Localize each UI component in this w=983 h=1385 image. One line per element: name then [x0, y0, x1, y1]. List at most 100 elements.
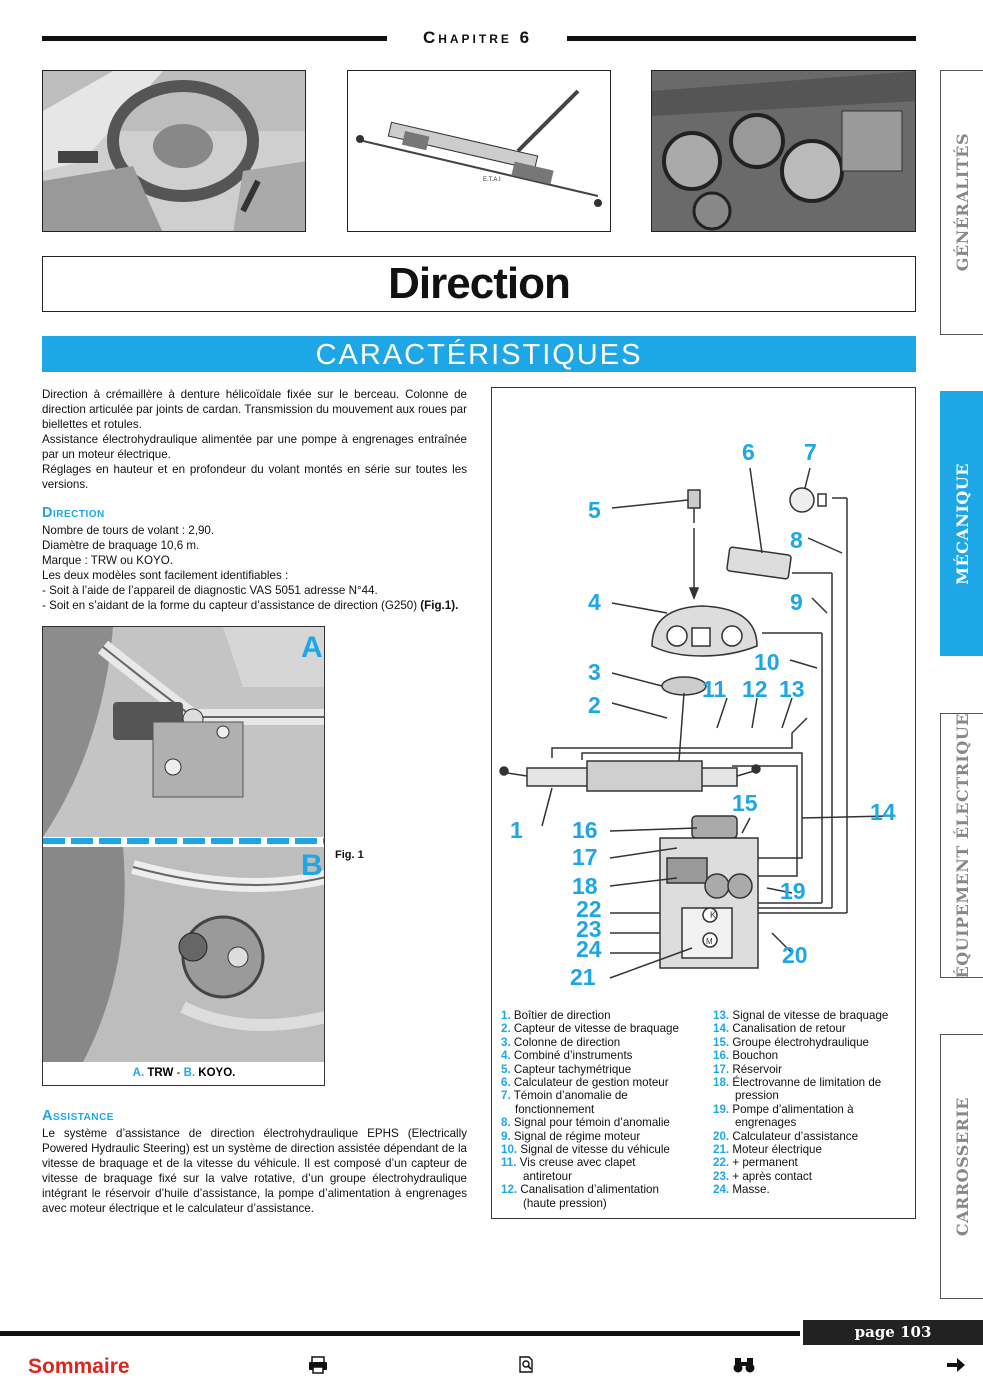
direction-line: - Soit à l’aide de l’appareil de diagnos…	[42, 584, 378, 597]
legend-item: 15. Groupe électrohydraulique	[713, 1035, 869, 1049]
direction-line: Diamètre de braquage 10,6 m.	[42, 539, 200, 552]
legend-item: 7. Témoin d’anomalie de	[501, 1089, 628, 1103]
direction-line-text: - Soit en s’aidant de la forme du capteu…	[42, 599, 421, 612]
tab-mecanique[interactable]: MÉCANIQUE	[940, 391, 983, 656]
callout-24: 24	[576, 936, 602, 962]
legend-item: antiretour	[523, 1169, 572, 1183]
callout-12: 12	[742, 676, 768, 702]
legend-item: engrenages	[735, 1116, 797, 1130]
etai-mark: E.T.A.I	[483, 177, 501, 183]
figure-1: A B A. TRW - B. KOYO.	[42, 626, 325, 1086]
figure-caption: A. TRW - B. KOYO.	[133, 1067, 236, 1079]
legend-item: 5. Capteur tachymétrique	[501, 1062, 632, 1076]
callout-6: 6	[742, 439, 755, 465]
callout-5: 5	[588, 497, 601, 523]
tab-carrosserie[interactable]: CARROSSERIE	[940, 1034, 983, 1299]
callout-13: 13	[779, 676, 805, 702]
k-symbol: K	[710, 910, 716, 920]
direction-text: Nombre de tours de volant : 2,90. Diamèt…	[42, 523, 482, 613]
legend-item: 17. Réservoir	[713, 1062, 782, 1076]
direction-line: Nombre de tours de volant : 2,90.	[42, 524, 215, 537]
legend-item: 19. Pompe d’alimentation à	[713, 1102, 854, 1116]
intro-paragraph: Assistance électrohydraulique alimentée …	[42, 433, 467, 461]
fig-panel-b-photo	[43, 847, 324, 1062]
legend-item: 12. Canalisation d’alimentation	[501, 1183, 659, 1197]
callout-20: 20	[782, 942, 808, 968]
panel-b-label: B	[301, 849, 323, 882]
direction-line: Marque : TRW ou KOYO.	[42, 554, 174, 567]
legend-item: 18. Électrovanne de limitation de	[713, 1076, 882, 1090]
legend-item: 21. Moteur électrique	[713, 1143, 822, 1157]
callout-11: 11	[702, 676, 727, 702]
page-title: Direction	[42, 256, 916, 312]
legend-item: 10. Signal de vitesse du véhicule	[501, 1143, 670, 1157]
callout-7: 7	[804, 439, 817, 465]
callout-8: 8	[790, 527, 803, 553]
legend-right: 13. Signal de vitesse de braquage 14. Ca…	[713, 1009, 913, 1197]
legend-item: 24. Masse.	[713, 1183, 770, 1197]
legend-item: 23. + après contact	[713, 1169, 812, 1183]
legend-item: 6. Calculateur de gestion moteur	[501, 1076, 669, 1090]
callout-14: 14	[870, 799, 896, 825]
callout-1: 1	[510, 817, 523, 843]
callout-21: 21	[570, 964, 596, 990]
header-rule-left	[42, 36, 387, 41]
system-diagram: K M 6 7 5 8 4 9 10 3 11 12 13 2 15 14 1 …	[491, 387, 916, 1219]
legend-item: 16. Bouchon	[713, 1049, 779, 1063]
fig-panel-a-photo	[43, 627, 324, 837]
legend-item: fonctionnement	[515, 1102, 595, 1116]
legend-item: 3. Colonne de direction	[501, 1035, 621, 1049]
callout-10: 10	[754, 649, 780, 675]
callout-9: 9	[790, 589, 803, 615]
search-page-icon[interactable]	[518, 1356, 536, 1379]
assistance-heading: Assistance	[42, 1108, 114, 1124]
header-rule-right	[567, 36, 916, 41]
legend-item: 22. + permanent	[713, 1156, 798, 1170]
callout-16: 16	[572, 817, 598, 843]
callout-4: 4	[588, 589, 601, 615]
direction-line: - Soit en s’aidant de la forme du capteu…	[42, 598, 482, 613]
legend-item: 8. Signal pour témoin d’anomalie	[501, 1116, 670, 1130]
photo-steering-wheel	[42, 70, 306, 232]
legend-item: 13. Signal de vitesse de braquage	[713, 1009, 889, 1022]
m-symbol: M	[706, 937, 713, 946]
callout-22: 22	[576, 896, 602, 922]
assistance-text: Le système d’assistance de direction éle…	[42, 1127, 467, 1215]
binoculars-icon[interactable]	[733, 1356, 755, 1379]
next-arrow-icon[interactable]	[946, 1356, 966, 1379]
legend-item: 2. Capteur de vitesse de braquage	[501, 1022, 679, 1036]
photo-engine	[651, 70, 916, 232]
legend-item: 20. Calculateur d’assistance	[713, 1129, 859, 1143]
legend-item: 1. Boîtier de direction	[501, 1009, 611, 1022]
photo-steering-rack: E.T.A.I	[347, 70, 611, 232]
legend-item: 11. Vis creuse avec clapet	[501, 1156, 636, 1170]
legend-left: 1. Boîtier de direction 2. Capteur de vi…	[501, 1009, 711, 1210]
direction-heading: Direction	[42, 505, 105, 521]
callout-15: 15	[732, 790, 758, 816]
fig-reference: (Fig.1).	[420, 599, 459, 612]
callout-23: 23	[576, 916, 602, 942]
intro-paragraph: Direction à crémaillère à denture hélico…	[42, 388, 467, 431]
footer-rule	[0, 1331, 800, 1336]
sommaire-link[interactable]: Sommaire	[28, 1355, 130, 1378]
legend-item: 14. Canalisation de retour	[713, 1022, 846, 1036]
legend-item: (haute pression)	[523, 1196, 607, 1210]
page-number: page 103	[803, 1320, 983, 1345]
intro-text: Direction à crémaillère à denture hélico…	[42, 387, 467, 492]
legend-item: 9. Signal de régime moteur	[501, 1129, 641, 1143]
intro-paragraph: Réglages en hauteur et en profondeur du …	[42, 463, 467, 491]
callout-19: 19	[780, 878, 806, 904]
section-heading: CARACTÉRISTIQUES	[42, 336, 916, 372]
tab-equipement-electrique[interactable]: ÉQUIPEMENT ÉLECTRIQUE	[940, 713, 983, 978]
legend-item: pression	[735, 1089, 779, 1103]
panel-a-label: A	[301, 631, 323, 664]
callout-2: 2	[588, 692, 601, 718]
callout-17: 17	[572, 844, 598, 870]
legend-item: 4. Combiné d’instruments	[501, 1049, 633, 1063]
print-icon[interactable]	[308, 1356, 328, 1379]
chapter-title: Chapitre 6	[390, 28, 565, 48]
callout-3: 3	[588, 659, 601, 685]
direction-line: Les deux modèles sont facilement identif…	[42, 569, 289, 582]
callout-18: 18	[572, 873, 598, 899]
tab-generalites[interactable]: GÉNÉRALITÉS	[940, 70, 983, 335]
